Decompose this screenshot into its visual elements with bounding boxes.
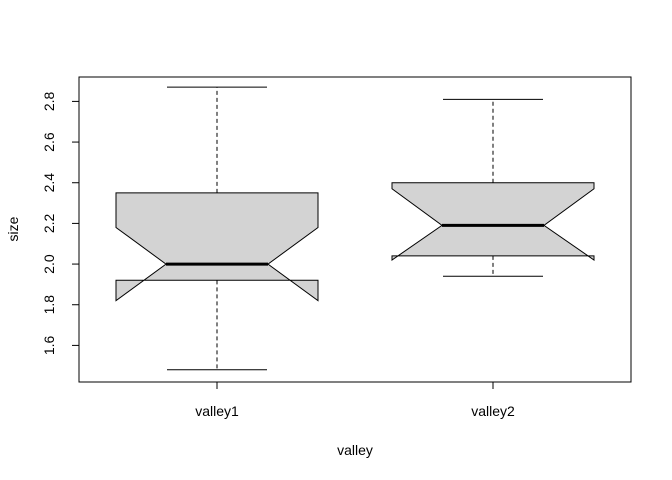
boxes-layer bbox=[115, 86, 595, 371]
notched-box bbox=[391, 182, 595, 261]
y-tick-label: 2.8 bbox=[41, 91, 57, 111]
y-tick-label: 1.8 bbox=[41, 295, 57, 315]
x-axis: valley1 valley2 bbox=[195, 381, 515, 419]
y-tick-label: 2.6 bbox=[41, 132, 57, 152]
y-axis: 1.6 1.8 2.0 2.2 2.4 2.6 2.8 bbox=[41, 91, 80, 355]
y-tick-label: 1.6 bbox=[41, 335, 57, 355]
y-axis-label: size bbox=[5, 216, 21, 241]
y-tick-label: 2.0 bbox=[41, 254, 57, 274]
y-tick-label: 2.4 bbox=[41, 173, 57, 193]
y-tick-label: 2.2 bbox=[41, 213, 57, 233]
x-axis-label: valley bbox=[337, 442, 373, 458]
box-valley2 bbox=[391, 98, 595, 277]
box-valley1 bbox=[115, 86, 319, 371]
notched-box bbox=[115, 192, 319, 302]
x-tick-label: valley2 bbox=[471, 403, 515, 419]
x-tick-label: valley1 bbox=[195, 403, 239, 419]
